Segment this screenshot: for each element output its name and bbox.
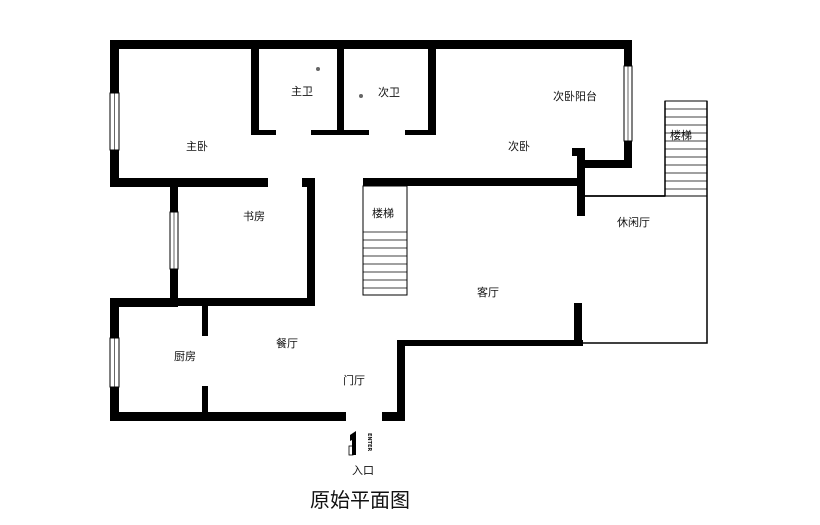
label-second-bedroom-balcony: 次卧阳台 bbox=[553, 89, 597, 103]
floor-drain-second-bath bbox=[359, 94, 363, 98]
wall-second-bedroom-bottom bbox=[363, 178, 585, 186]
wall-foyer-right bbox=[397, 340, 405, 421]
label-kitchen: 厨房 bbox=[174, 350, 196, 363]
wall-top bbox=[110, 40, 632, 49]
wall-lounge-divider bbox=[574, 303, 582, 346]
label-master-bedroom: 主卧 bbox=[186, 140, 208, 153]
label-stairs-upper: 楼梯 bbox=[670, 128, 692, 142]
label-foyer: 门厅 bbox=[343, 373, 365, 387]
entrance-marker: ENTER 入口 bbox=[348, 431, 374, 477]
label-second-bath: 次卫 bbox=[378, 85, 400, 99]
wall-balcony-step-2 bbox=[577, 148, 585, 216]
wall-dining-living-stub bbox=[340, 412, 346, 421]
stairs-center bbox=[362, 185, 408, 296]
wall-left-lower-top bbox=[110, 298, 178, 307]
label-second-bedroom: 次卧 bbox=[508, 139, 530, 153]
stairs-right-steps bbox=[665, 108, 707, 190]
label-study: 书房 bbox=[243, 210, 265, 223]
stairs-center-steps bbox=[363, 231, 407, 289]
windows bbox=[109, 65, 633, 388]
wall-living-bottom bbox=[397, 340, 583, 346]
label-dining-room: 餐厅 bbox=[276, 336, 298, 350]
wall-foyer-door-stub bbox=[382, 412, 405, 421]
wall-study-bottom bbox=[170, 298, 308, 306]
label-lounge: 休闲厅 bbox=[617, 215, 650, 229]
label-living-room: 客厅 bbox=[477, 285, 499, 299]
stairs-center-outline bbox=[362, 185, 408, 296]
wall-bath-bottom-1 bbox=[251, 130, 276, 135]
wall-study-right bbox=[307, 178, 315, 306]
room-labels: 主卧 主卫 次卫 次卧阳台 次卧 楼梯 楼梯 书房 休闲厅 客厅 厨房 餐厅 门… bbox=[174, 85, 692, 387]
floor-drain-master-bath bbox=[316, 67, 320, 71]
stairs-right-outline bbox=[664, 100, 708, 197]
wall-bath-mid bbox=[337, 49, 344, 135]
plan-title: 原始平面图 bbox=[310, 488, 410, 512]
entrance-door-icon bbox=[348, 445, 354, 456]
wall-bottom-left bbox=[110, 412, 340, 421]
entrance-arrow-icon bbox=[350, 431, 356, 455]
wall-bath-left bbox=[251, 49, 259, 135]
wall-kitchen-divider-top bbox=[202, 306, 208, 336]
wall-master-bedroom-bottom bbox=[110, 178, 268, 187]
wall-bath-bottom-2 bbox=[311, 130, 369, 135]
label-master-bath: 主卫 bbox=[291, 85, 313, 98]
wall-bath-right bbox=[428, 49, 436, 135]
entrance-mark: ENTER bbox=[366, 433, 372, 451]
wall-kitchen-divider-bottom bbox=[202, 386, 208, 414]
label-stairs-center: 楼梯 bbox=[372, 206, 394, 220]
entrance-label: 入口 bbox=[352, 464, 374, 477]
wall-bath-bottom-3 bbox=[405, 130, 436, 135]
window-inner-lines bbox=[114, 66, 629, 387]
wall-balcony-step-3 bbox=[577, 160, 632, 168]
stairs-right bbox=[664, 100, 708, 197]
